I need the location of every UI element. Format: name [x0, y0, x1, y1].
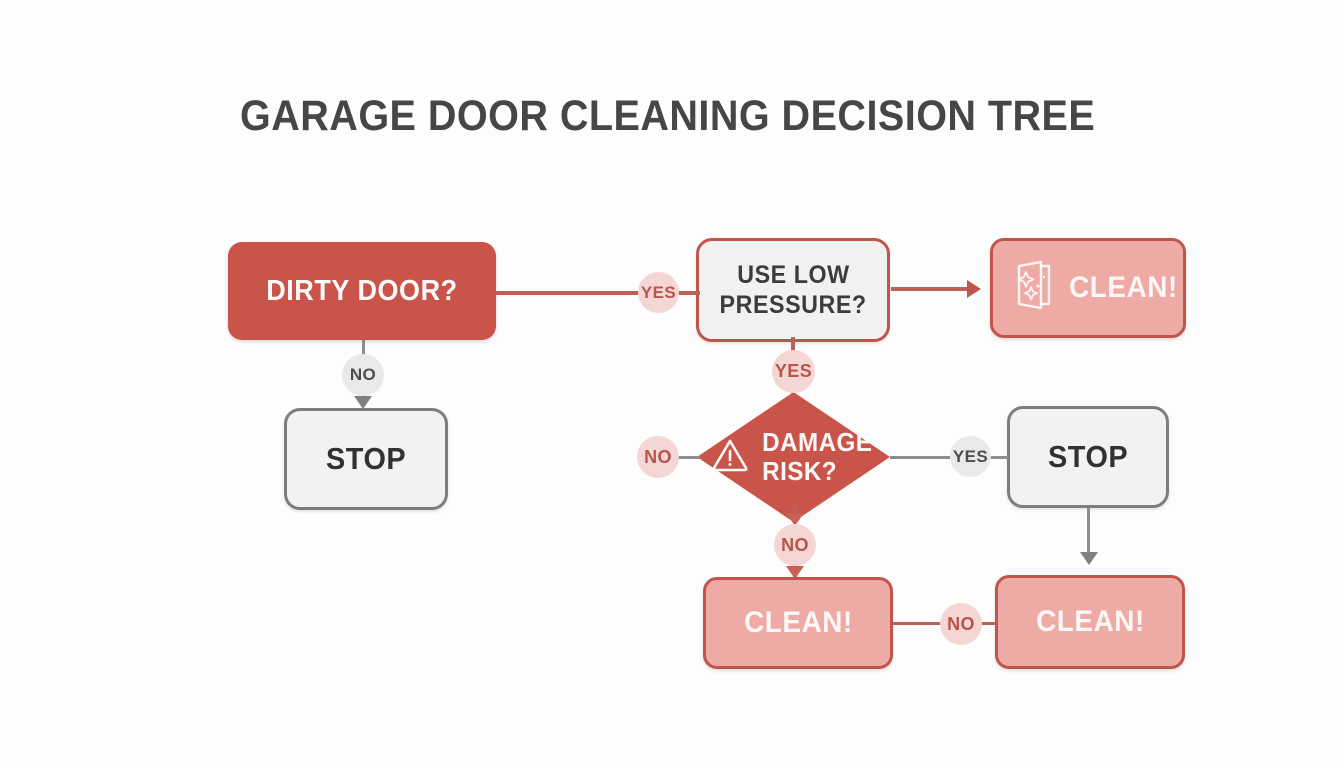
node-clean-top-right[interactable]: CLEAN!	[990, 238, 1186, 338]
edge-badge-label: NO	[781, 534, 809, 555]
node-clean-top-right-label: CLEAN!	[1069, 271, 1178, 304]
node-stop-right-label: STOP	[1047, 439, 1129, 474]
node-stop-right[interactable]: STOP	[1007, 406, 1169, 508]
arrowhead-no-to-clean-bottom	[786, 566, 804, 579]
warning-triangle-icon	[710, 436, 750, 479]
node-use-low-pressure[interactable]: USE LOW PRESSURE?	[696, 238, 890, 342]
page-title: GARAGE DOOR CLEANING DECISION TREE	[240, 92, 1096, 140]
node-clean-bottom-center-label: CLEAN!	[743, 606, 853, 639]
diamond-content: DAMAGE RISK?	[697, 392, 890, 522]
edge-badge-yes-pressure-to-damage: YES	[772, 350, 815, 393]
edge-badge-label: NO	[644, 446, 672, 467]
arrowhead-pressure-to-clean	[967, 280, 981, 298]
node-damage-risk-label: DAMAGE RISK?	[762, 428, 872, 486]
edge-badge-label: YES	[640, 282, 677, 302]
connector-yes-to-stop-right	[990, 456, 1008, 459]
node-damage-risk-line1: DAMAGE	[762, 427, 873, 457]
node-clean-bottom-center[interactable]: CLEAN!	[703, 577, 893, 669]
connector-stop-to-clean-right	[1087, 508, 1090, 560]
connector-pressure-to-clean	[891, 287, 969, 291]
arrowhead-stop-to-clean-right	[1080, 552, 1098, 565]
node-damage-risk[interactable]: DAMAGE RISK?	[697, 392, 890, 522]
connector-damage-to-no-left	[678, 456, 700, 459]
edge-badge-no-damage-down: NO	[774, 524, 816, 566]
edge-badge-label: NO	[349, 365, 377, 384]
edge-badge-yes-dirty-to-pressure: YES	[638, 272, 679, 313]
edge-badge-no-clean-to-clean: NO	[940, 603, 982, 645]
connector-clean-to-no-right	[893, 622, 941, 625]
connector-damage-to-yes-right	[890, 456, 950, 459]
arrowhead-no-to-stop	[354, 396, 372, 409]
edge-badge-label: YES	[952, 446, 989, 466]
node-use-low-pressure-line1: USE LOW	[736, 261, 850, 289]
node-clean-bottom-right-label: CLEAN!	[1035, 605, 1145, 638]
connector-yes-to-pressure	[678, 291, 700, 295]
node-use-low-pressure-line2: PRESSURE?	[719, 291, 867, 319]
node-clean-bottom-right[interactable]: CLEAN!	[995, 575, 1185, 669]
node-damage-risk-line2: RISK?	[762, 456, 838, 486]
edge-badge-label: YES	[774, 361, 813, 381]
edge-badge-no-dirty-to-stop: NO	[342, 354, 384, 396]
edge-badge-yes-damage-right: YES	[950, 436, 991, 477]
node-stop-left[interactable]: STOP	[284, 408, 448, 510]
sparkle-door-icon	[1011, 258, 1055, 318]
connector-pressure-to-yes-down	[791, 337, 795, 353]
node-dirty-door[interactable]: DIRTY DOOR?	[228, 242, 496, 340]
arrowhead-damage-down	[786, 513, 804, 526]
connector-dirty-to-no	[362, 340, 365, 358]
connector-no-to-clean-right	[981, 622, 995, 625]
edge-badge-label: NO	[947, 613, 975, 634]
connector-dirty-to-yes	[496, 291, 644, 295]
node-dirty-door-label: DIRTY DOOR?	[266, 274, 458, 307]
edge-badge-no-damage-left: NO	[637, 436, 679, 478]
node-stop-left-label: STOP	[325, 441, 407, 476]
